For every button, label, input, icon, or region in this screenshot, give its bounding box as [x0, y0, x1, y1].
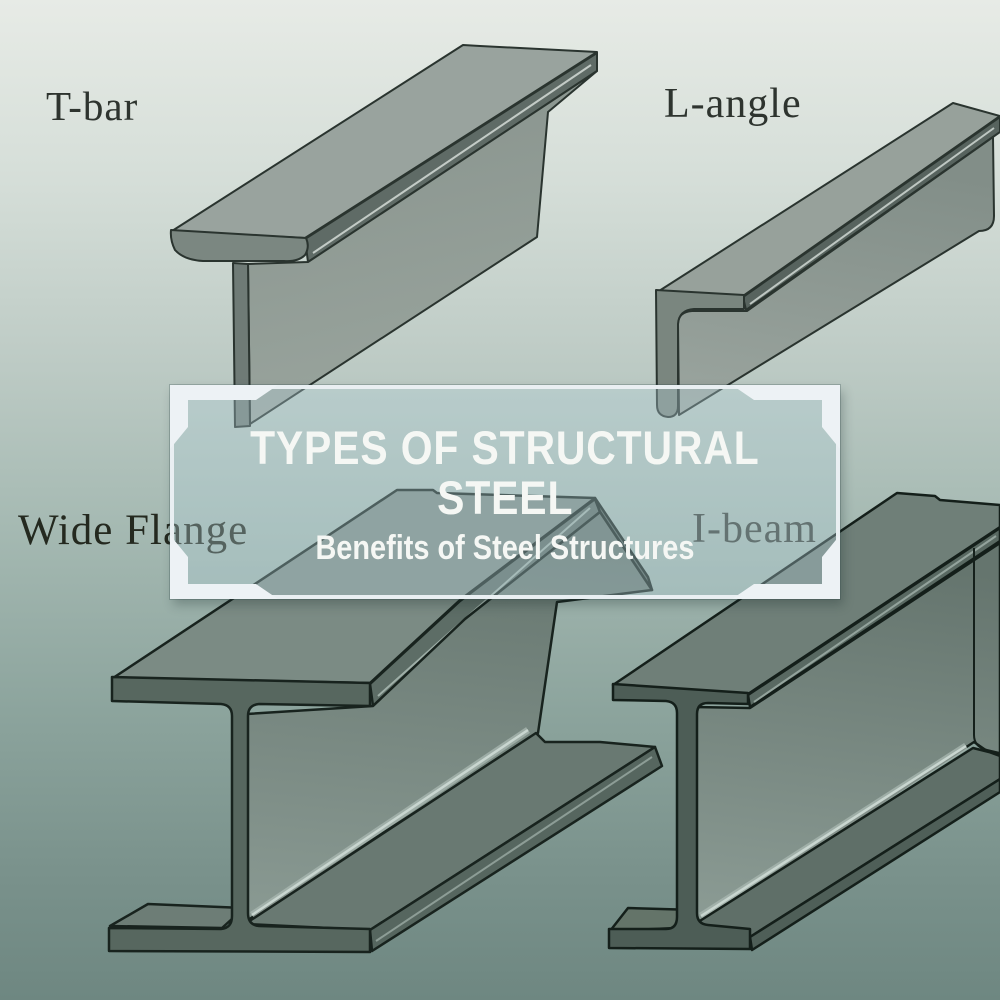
main-title-line-1: TYPES OF STRUCTURAL — [250, 421, 760, 474]
subtitle: Benefits of Steel Structures — [315, 528, 695, 567]
main-title-line-2: STEEL — [436, 470, 574, 524]
l-angle-beam — [655, 102, 1000, 418]
label-i-beam: I-beam — [692, 506, 817, 552]
label-l-angle: L-angle — [664, 81, 802, 127]
label-t-bar: T-bar — [46, 83, 139, 129]
title-plaque: TYPES OF STRUCTURAL STEEL Benefits of St… — [170, 385, 840, 599]
wide-flange-beam — [107, 488, 664, 954]
label-wide-flange: Wide Flange — [18, 507, 249, 554]
title-block: TYPES OF STRUCTURAL STEEL Benefits of St… — [174, 389, 836, 595]
t-bar-beam — [169, 44, 598, 428]
